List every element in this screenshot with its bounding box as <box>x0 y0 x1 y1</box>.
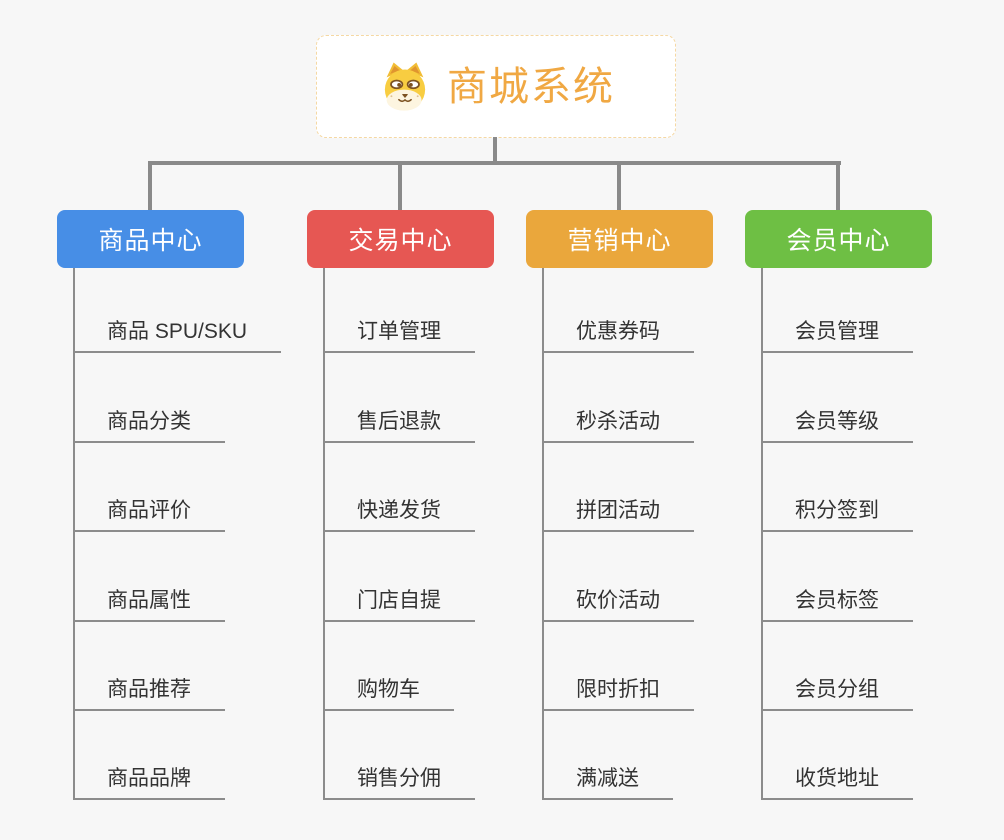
leaf-node[interactable]: 商品评价 <box>73 498 225 532</box>
branch-label: 商品中心 <box>98 227 203 255</box>
branch-node-product-center[interactable]: 商品中心 <box>57 210 244 268</box>
branch-node-member-center[interactable]: 会员中心 <box>745 210 932 268</box>
branch-trunk-line <box>73 268 75 800</box>
leaf-node[interactable]: 商品品牌 <box>73 766 225 800</box>
leaf-node[interactable]: 订单管理 <box>323 319 475 353</box>
branch-trunk-line <box>761 268 763 800</box>
doge-icon <box>384 62 426 111</box>
leaf-node[interactable]: 商品属性 <box>73 588 225 622</box>
branch-column-member: 会员管理 会员等级 积分签到 会员标签 会员分组 收货地址 <box>761 268 981 800</box>
leaf-node[interactable]: 积分签到 <box>761 498 913 532</box>
leaf-node[interactable]: 会员分组 <box>761 677 913 711</box>
leaf-node[interactable]: 会员管理 <box>761 319 913 353</box>
branch-column-trade: 订单管理 售后退款 快递发货 门店自提 购物车 销售分佣 <box>323 268 543 800</box>
branch-trunk-line <box>323 268 325 800</box>
branch-label: 会员中心 <box>786 227 891 255</box>
connector-bus <box>148 161 841 165</box>
branch-label: 交易中心 <box>348 227 453 255</box>
branch-label: 营销中心 <box>567 227 672 255</box>
root-title: 商城系统 <box>447 64 615 109</box>
leaf-node[interactable]: 门店自提 <box>323 588 475 622</box>
leaf-node[interactable]: 销售分佣 <box>323 766 475 800</box>
leaf-node[interactable]: 砍价活动 <box>542 588 694 622</box>
connector-drop <box>148 161 152 211</box>
branch-node-trade-center[interactable]: 交易中心 <box>307 210 494 268</box>
leaf-node[interactable]: 商品分类 <box>73 409 225 443</box>
leaf-node[interactable]: 限时折扣 <box>542 677 694 711</box>
leaf-node[interactable]: 满减送 <box>542 766 673 800</box>
leaf-node[interactable]: 商品 SPU/SKU <box>73 319 282 353</box>
leaf-node[interactable]: 收货地址 <box>761 766 913 800</box>
leaf-node[interactable]: 购物车 <box>323 677 454 711</box>
leaf-node[interactable]: 会员标签 <box>761 588 913 622</box>
leaf-node[interactable]: 优惠券码 <box>542 319 694 353</box>
connector-drop <box>836 161 840 211</box>
leaf-node[interactable]: 商品推荐 <box>73 677 225 711</box>
leaf-node[interactable]: 快递发货 <box>323 498 475 532</box>
branch-column-product: 商品 SPU/SKU 商品分类 商品评价 商品属性 商品推荐 商品品牌 <box>73 268 293 800</box>
branch-node-marketing-center[interactable]: 营销中心 <box>526 210 713 268</box>
leaf-node[interactable]: 拼团活动 <box>542 498 694 532</box>
root-node[interactable]: 商城系统 <box>316 35 676 138</box>
connector-drop <box>398 161 402 211</box>
connector-root-stem <box>493 137 497 163</box>
leaf-node[interactable]: 会员等级 <box>761 409 913 443</box>
branch-column-marketing: 优惠券码 秒杀活动 拼团活动 砍价活动 限时折扣 满减送 <box>542 268 762 800</box>
connector-drop <box>617 161 621 211</box>
leaf-node[interactable]: 售后退款 <box>323 409 475 443</box>
branch-trunk-line <box>542 268 544 800</box>
leaf-node[interactable]: 秒杀活动 <box>542 409 694 443</box>
